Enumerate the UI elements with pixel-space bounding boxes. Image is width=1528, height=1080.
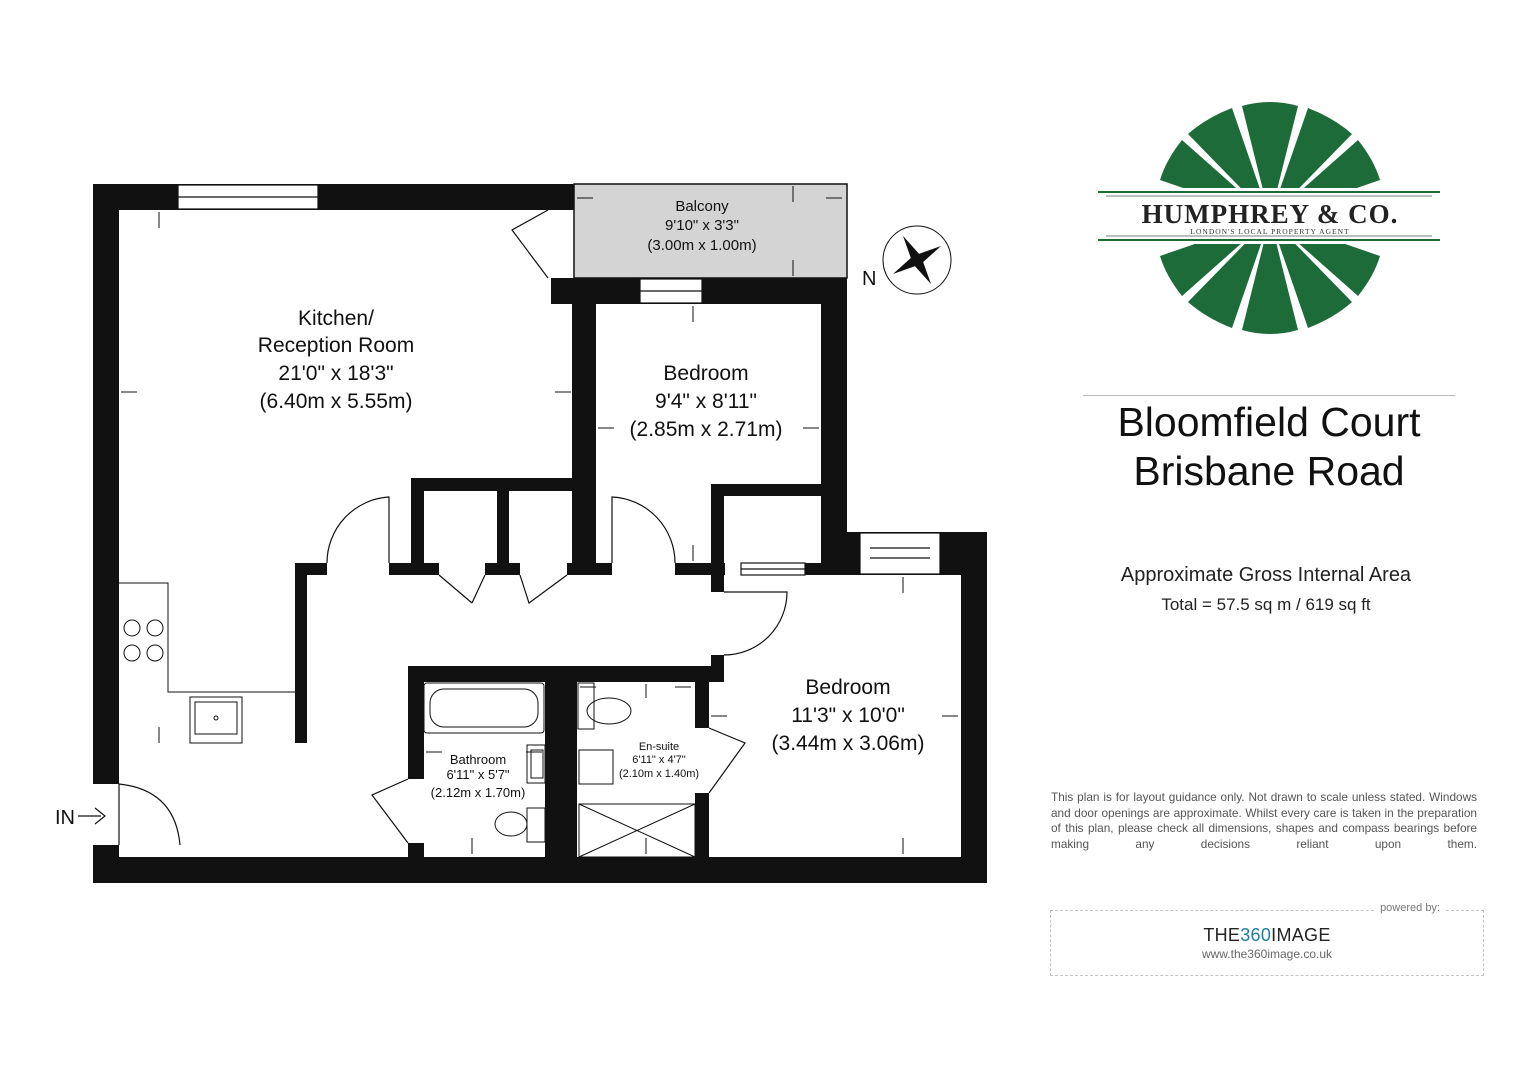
bedroom2-name: Bedroom [805, 676, 890, 699]
property-name-line1: Bloomfield Court [1117, 399, 1421, 445]
dimension-arrows [121, 186, 958, 854]
ensuite-imperial: 6'11" x 4'7" [632, 754, 685, 766]
brand-accent: 360 [1240, 925, 1272, 945]
bedroom1-name: Bedroom [663, 362, 748, 385]
bedroom2-imperial: 11'3" x 10'0" [791, 704, 905, 727]
kitchen-fittings [119, 582, 295, 744]
bathroom-name: Bathroom [450, 752, 506, 767]
windows [177, 184, 941, 575]
balcony-metric: (3.00m x 1.00m) [647, 237, 756, 254]
entrance-arrow-icon [78, 807, 106, 825]
balcony-name: Balcony [675, 198, 729, 215]
bathroom-fittings [423, 682, 696, 858]
kitchen-name-line1: Kitchen/ [298, 307, 374, 330]
disclaimer-text: This plan is for layout guidance only. N… [1051, 790, 1477, 851]
property-name-line2: Brisbane Road [1133, 448, 1405, 494]
bathroom-metric: (2.12m x 1.70m) [431, 785, 526, 800]
powered-by-label: powered by: [1375, 902, 1445, 914]
area-heading: Approximate Gross Internal Area [1120, 564, 1412, 586]
balcony-area [573, 183, 848, 279]
doors [118, 209, 806, 846]
brand-part1: THE [1203, 925, 1241, 945]
kitchen-name-line2: Reception Room [258, 334, 414, 357]
powered-by-box: powered by: THE360IMAGE www.the360image.… [1050, 902, 1484, 976]
agent-logo: HUMPHREY & CO. LONDON'S LOCAL PROPERTY A… [1096, 102, 1442, 334]
compass-icon [882, 225, 952, 295]
bedroom1-imperial: 9'4" x 8'11" [655, 390, 757, 413]
area-total: Total = 57.5 sq m / 619 sq ft [1161, 595, 1371, 614]
ensuite-name: En-suite [639, 741, 679, 753]
powered-by-brand: THE360IMAGE [1051, 925, 1483, 946]
bedroom2-metric: (3.44m x 3.06m) [772, 732, 925, 755]
kitchen-imperial: 21'0" x 18'3" [278, 362, 393, 385]
agent-logo-name: HUMPHREY & CO. [1142, 199, 1399, 229]
bedroom1-metric: (2.85m x 2.71m) [630, 418, 783, 441]
divider [1083, 395, 1455, 396]
compass-north-label: N [862, 268, 876, 290]
floor-plan: Kitchen/ Reception Room 21'0" x 18'3" (6… [55, 183, 987, 883]
kitchen-metric: (6.40m x 5.55m) [260, 390, 413, 413]
bathroom-imperial: 6'11" x 5'7" [446, 767, 509, 782]
powered-by-url: www.the360image.co.uk [1201, 947, 1333, 961]
balcony-imperial: 9'10" x 3'3" [665, 217, 739, 234]
brand-part2: IMAGE [1271, 925, 1331, 945]
ensuite-metric: (2.10m x 1.40m) [619, 768, 699, 780]
entrance-label: IN [55, 807, 75, 829]
agent-logo-tagline: LONDON'S LOCAL PROPERTY AGENT [1190, 227, 1349, 236]
